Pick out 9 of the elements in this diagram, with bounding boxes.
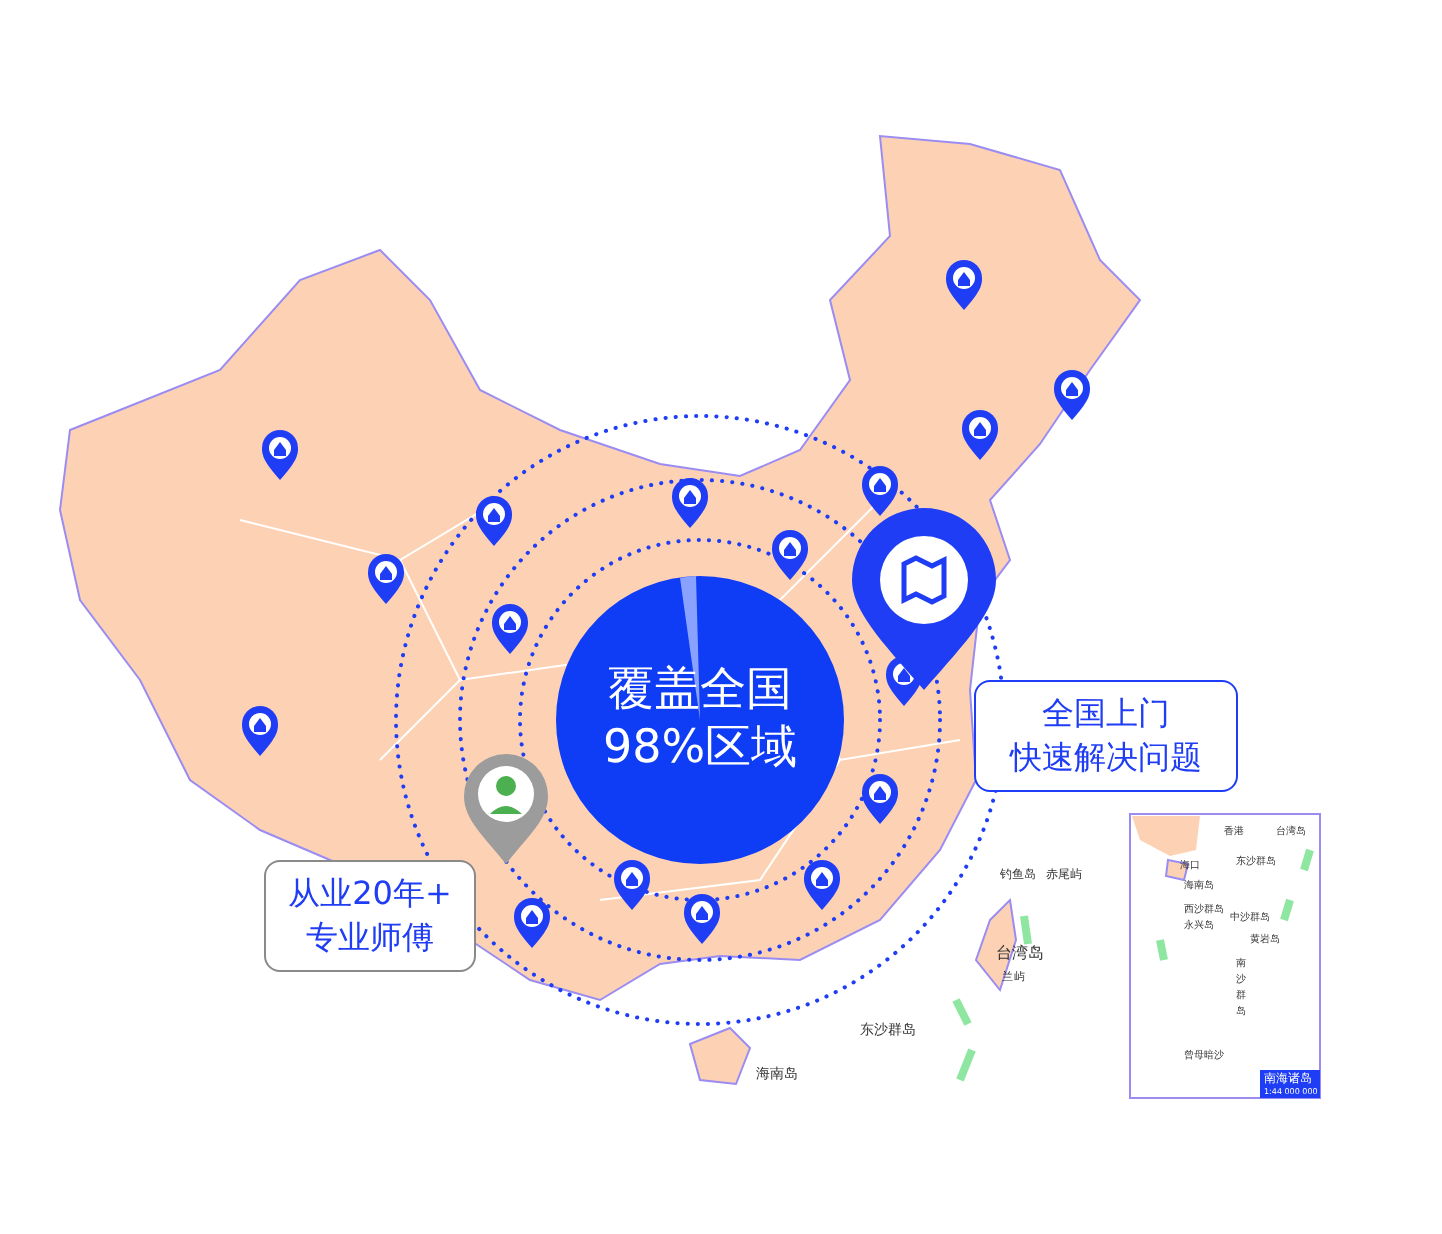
coverage-text: 覆盖全国 [608,662,792,720]
callout-text: 从业20年+ [288,871,452,916]
callout-text: 全国上门 [1042,691,1170,736]
callout-text: 快速解决问题 [1010,736,1202,780]
callout-bubble [264,860,476,972]
callout-text: 专业师傅 [306,916,434,960]
place-label: 台湾岛 [996,946,1044,962]
callout-bubble [974,680,1238,792]
coverage-text: 98%区域 [602,720,798,778]
